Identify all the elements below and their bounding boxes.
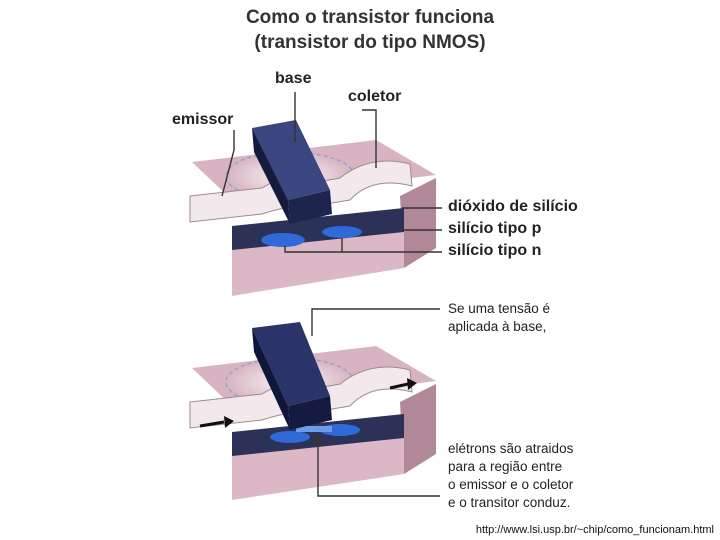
transistor-top <box>190 120 436 296</box>
label-emitter: emissor <box>172 111 233 129</box>
note-voltage: Se uma tensão é aplicada à base, <box>448 300 550 336</box>
note-electrons-line-1: elétrons são atraidos <box>448 440 573 458</box>
label-collector: coletor <box>348 88 401 106</box>
note-voltage-line-2: aplicada à base, <box>448 318 550 336</box>
label-p-type: silício tipo p <box>448 220 541 238</box>
substrate-right-side <box>400 384 436 474</box>
leader-voltage <box>312 309 440 336</box>
substrate-right-side <box>400 178 436 268</box>
n-region-left <box>261 233 305 247</box>
label-oxide: dióxido de silício <box>448 198 578 216</box>
n-region-right <box>322 226 362 238</box>
n-region-left <box>270 431 310 443</box>
note-voltage-line-1: Se uma tensão é <box>448 300 550 318</box>
note-electrons: elétrons são atraidos para a região entr… <box>448 440 573 512</box>
note-electrons-line-4: e o transitor conduz. <box>448 494 573 512</box>
label-n-type: silício tipo n <box>448 242 541 260</box>
transistor-bottom <box>190 322 436 500</box>
label-base: base <box>275 70 311 88</box>
source-url: http://www.lsi.usp.br/~chip/como_funcion… <box>476 524 714 536</box>
note-electrons-line-2: para a região entre <box>448 458 573 476</box>
note-electrons-line-3: o emissor e o coletor <box>448 476 573 494</box>
